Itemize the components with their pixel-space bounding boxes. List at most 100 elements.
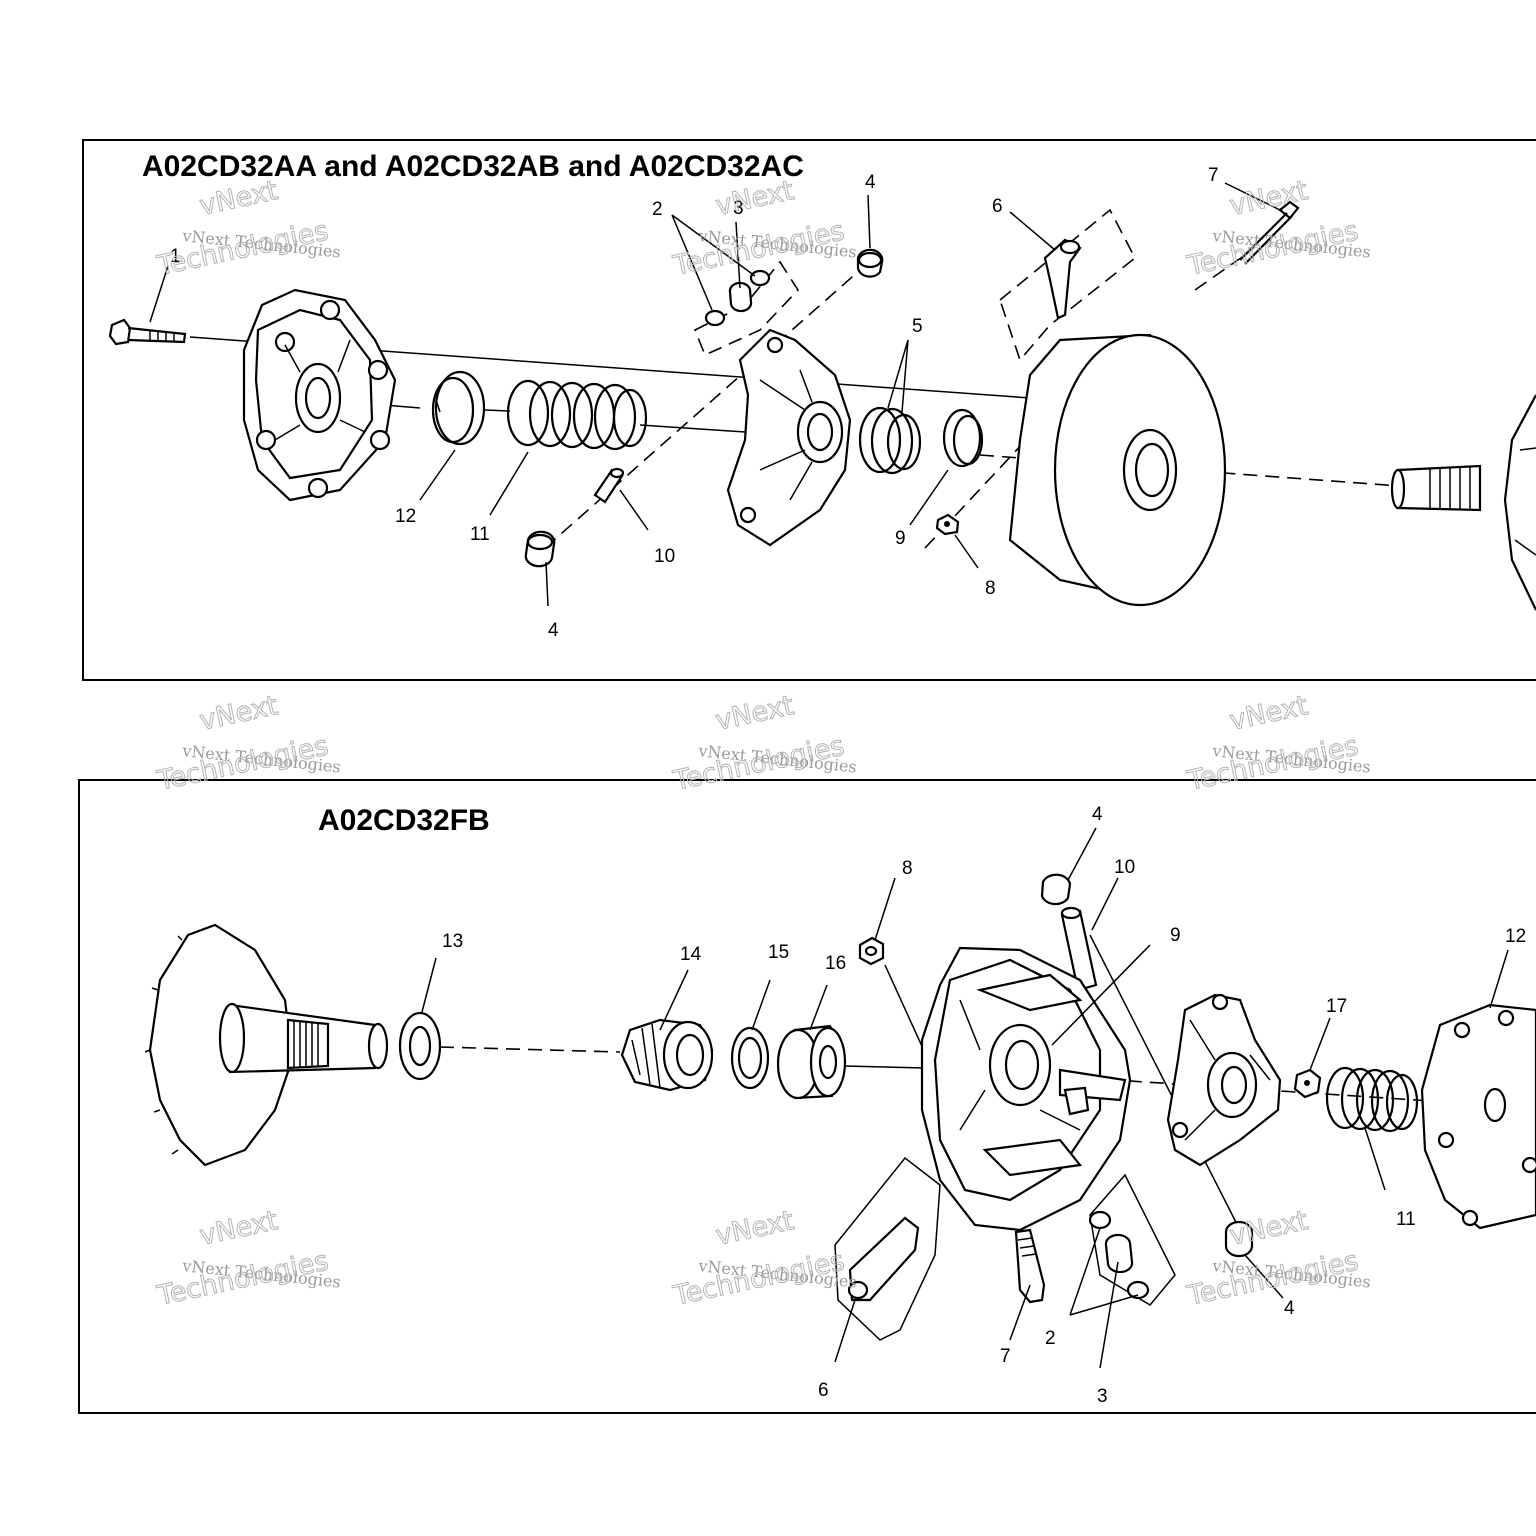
- part-17-nut: [1293, 1068, 1322, 1099]
- svg-text:Technologies: Technologies: [154, 1245, 331, 1312]
- callout-10: 10: [654, 546, 675, 567]
- panel-bottom-leaders: [421, 827, 1509, 1369]
- moveable-sheave: [1008, 333, 1227, 607]
- part-10-pin-bottom: [1060, 906, 1098, 992]
- watermark-1: vNext vNext Technologies Technologies: [154, 175, 342, 283]
- panel-top-frame: [82, 139, 1536, 681]
- part-8-nut: [935, 513, 960, 536]
- svg-text:vNext: vNext: [713, 1205, 797, 1252]
- watermark-2: vNext vNext Technologies Technologies: [670, 175, 858, 283]
- svg-text:vNext: vNext: [197, 1205, 281, 1252]
- part-4-roller-lower: [524, 530, 556, 568]
- inset-box-part-6: [999, 208, 1137, 362]
- watermark-5: vNext vNext Technologies Technologies: [670, 690, 858, 798]
- panel-top: A02CD32AA and A02CD32AB and A02CD32AC: [82, 139, 1536, 681]
- roller-axis: [1089, 934, 1246, 1241]
- part-4-roller-upper: [856, 248, 884, 278]
- callout-1: 1: [170, 246, 181, 267]
- spider: [726, 328, 852, 547]
- svg-text:Technologies: Technologies: [670, 1245, 847, 1312]
- part-7-bolt: [1239, 200, 1300, 265]
- inset-box-parts-2-3-bottom: [1089, 1173, 1176, 1306]
- callout-4-lower: 4: [548, 620, 559, 641]
- svg-text:vNext: vNext: [1227, 175, 1311, 222]
- callout-11: 11: [470, 524, 490, 545]
- callout-4-upper: 4: [865, 172, 876, 193]
- callout-b-10: 10: [1114, 857, 1135, 878]
- panel-top-title: A02CD32AA and A02CD32AB and A02CD32AC: [142, 150, 804, 183]
- drive-cover: [242, 288, 397, 502]
- svg-text:Technologies: Technologies: [670, 730, 847, 797]
- callout-12: 12: [395, 506, 416, 527]
- spider-bottom: [1166, 993, 1282, 1167]
- part-4-roller-top: [1040, 873, 1072, 906]
- part-1-cap-screw: [108, 318, 187, 346]
- part-12-bushing: [431, 370, 486, 446]
- part-13-washer: [398, 1011, 442, 1081]
- callout-b-11: 11: [1396, 1209, 1416, 1230]
- part-6-shoe: [847, 1216, 920, 1302]
- inset-box-part-6-bottom: [834, 1156, 941, 1341]
- part-10-pin: [593, 467, 625, 504]
- callout-2: 2: [652, 199, 663, 220]
- bolt-axis: [1194, 254, 1246, 291]
- callout-b-15: 15: [768, 942, 789, 963]
- svg-text:vNext: vNext: [1227, 1205, 1311, 1252]
- part-4-roller-bottom: [1224, 1220, 1254, 1258]
- panel-bottom: A02CD32FB: [78, 779, 1536, 1414]
- fixed-sheave-shaft: [1390, 394, 1536, 611]
- svg-text:Technologies: Technologies: [154, 730, 331, 797]
- part-8-nut-bottom: [858, 936, 885, 966]
- axis-line-left: [439, 1046, 621, 1053]
- part-11-spring: [506, 379, 648, 451]
- fixed-sheave: [144, 923, 389, 1167]
- part-3-bushing: [728, 281, 753, 313]
- watermark-8: vNext vNext Technologies Technologies: [670, 1205, 858, 1313]
- axis-line-right-2: [1039, 1074, 1536, 1109]
- callout-6: 6: [992, 196, 1003, 217]
- part-11-spring-bottom: [1325, 1066, 1419, 1133]
- axis-line-mid: [844, 1065, 926, 1069]
- callout-b-4-top: 4: [1092, 804, 1103, 825]
- moveable-sheave-bottom: [920, 946, 1132, 1232]
- callout-b-12: 12: [1505, 926, 1526, 947]
- callout-b-13: 13: [442, 931, 463, 952]
- svg-text:Technologies: Technologies: [1184, 1245, 1361, 1312]
- panel-bottom-title: A02CD32FB: [318, 804, 490, 837]
- callout-b-16: 16: [825, 953, 846, 974]
- part-14-bearing-assembly: [620, 1018, 714, 1092]
- callout-7: 7: [1208, 165, 1219, 186]
- part-2-washer-b: [749, 269, 771, 287]
- watermark-4: vNext vNext Technologies Technologies: [154, 690, 342, 798]
- callout-b-3: 3: [1097, 1386, 1108, 1407]
- svg-text:Technologies: Technologies: [1184, 215, 1361, 282]
- part-12-cover-bottom: [1420, 1003, 1536, 1230]
- part-5-spring-pair: [858, 406, 922, 475]
- svg-text:vNext: vNext: [1227, 690, 1311, 737]
- watermark-7: vNext vNext Technologies Technologies: [154, 1205, 342, 1313]
- part-2-washer-bottom-a: [1088, 1210, 1112, 1230]
- svg-text:Technologies: Technologies: [154, 215, 331, 282]
- watermark-6: vNext vNext Technologies Technologies: [1184, 690, 1372, 798]
- callout-b-4-bottom: 4: [1284, 1298, 1295, 1319]
- part-15-ring: [730, 1026, 770, 1090]
- panel-top-leaders: [149, 182, 1281, 607]
- svg-text:vNext: vNext: [197, 690, 281, 737]
- callout-b-9: 9: [1170, 925, 1181, 946]
- part-6-ramp-arm: [1043, 238, 1082, 320]
- watermark-9: vNext vNext Technologies Technologies: [1184, 1205, 1372, 1313]
- callout-b-7: 7: [1000, 1346, 1011, 1367]
- callout-b-14: 14: [680, 944, 702, 965]
- pin-axis-left: [544, 269, 861, 549]
- panel-bottom-frame: [78, 779, 1536, 1414]
- callout-3: 3: [733, 198, 744, 219]
- part-2-washer-a: [704, 309, 726, 327]
- callout-5: 5: [912, 316, 923, 337]
- callout-b-8: 8: [902, 858, 913, 879]
- part-3-bushing-bottom: [1104, 1233, 1134, 1274]
- callout-b-17: 17: [1326, 996, 1347, 1017]
- part-2-washer-bottom-b: [1126, 1280, 1150, 1300]
- callout-8: 8: [985, 578, 996, 599]
- callout-9: 9: [895, 528, 906, 549]
